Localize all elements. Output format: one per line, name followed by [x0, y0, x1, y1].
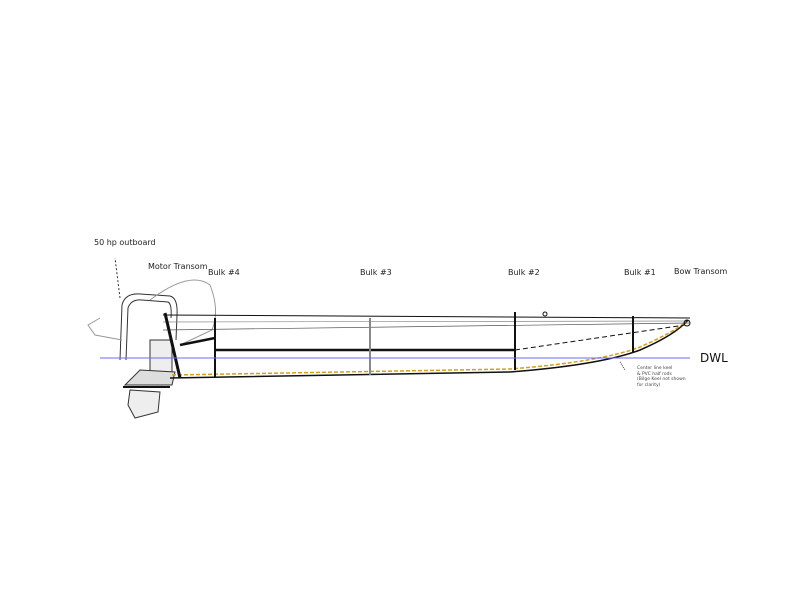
note-line: (Bilge Keel not shown	[637, 377, 686, 382]
outboard-motor	[87, 279, 216, 419]
outboard-label: 50 hp outboard	[94, 238, 156, 247]
dwl-label: DWL	[700, 351, 728, 365]
note-line: & PVC half rods	[637, 371, 672, 377]
bulk3-label: Bulk #3	[360, 268, 392, 277]
keel-note: Center line keel & PVC half rods (Bilge …	[637, 366, 686, 388]
note-leader	[619, 361, 626, 371]
outboard-leader	[114, 257, 121, 299]
note-line: for clarity)	[637, 382, 661, 388]
hull	[162, 311, 691, 379]
motor-transom-label: Motor Transom	[148, 262, 208, 271]
bow-transom-label: Bow Transom	[674, 267, 728, 276]
bulk1-label: Bulk #1	[624, 268, 656, 277]
note-line: Center line keel	[637, 366, 673, 371]
bulk4-label: Bulk #4	[208, 268, 240, 277]
bulk2-label: Bulk #2	[508, 268, 540, 277]
